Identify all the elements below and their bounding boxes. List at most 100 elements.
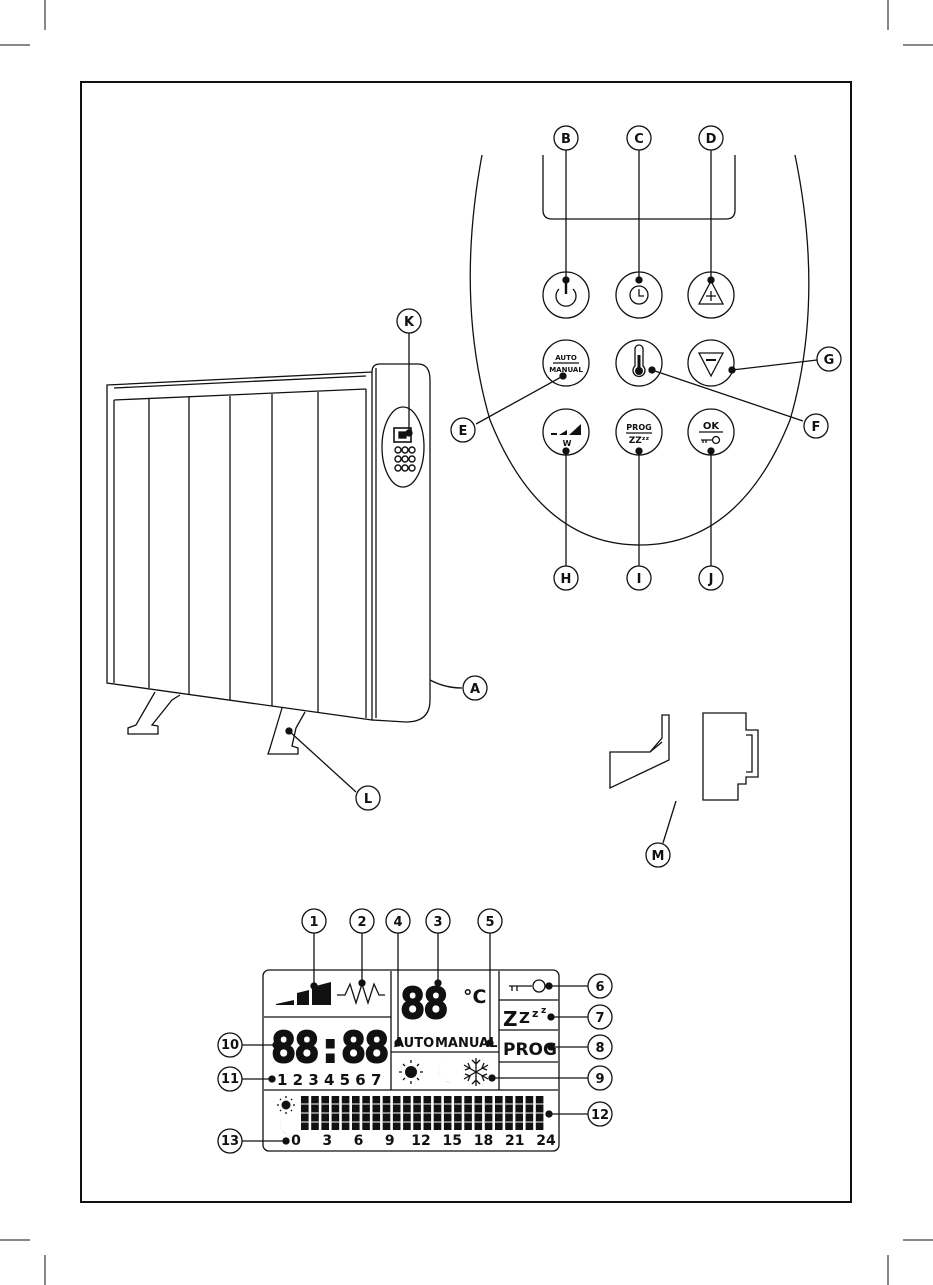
- callout-4: 4: [386, 909, 410, 933]
- svg-text:A: A: [470, 682, 480, 697]
- hour-label: 18: [474, 1133, 493, 1149]
- hour-label: 15: [443, 1133, 462, 1149]
- prog-label: PROG: [626, 423, 651, 432]
- svg-text:G: G: [824, 353, 835, 368]
- callout-G: G: [817, 347, 841, 371]
- svg-text:M: M: [652, 849, 665, 864]
- triangle-down-minus-icon: [699, 353, 723, 376]
- callout-D: D: [699, 126, 723, 150]
- svg-text:7: 7: [595, 1011, 604, 1026]
- hour-label: 21: [505, 1133, 524, 1149]
- svg-text:12: 12: [591, 1108, 609, 1123]
- timeline-sun-icon: [277, 1096, 295, 1114]
- hour-label: 6: [354, 1133, 364, 1149]
- svg-text:I: I: [637, 572, 642, 587]
- heating-element-icon: [337, 984, 385, 1003]
- callout-F: F: [804, 414, 828, 438]
- callout-C: C: [627, 126, 651, 150]
- callout-2: 2: [350, 909, 374, 933]
- wall-bracket-illustration: [610, 713, 758, 800]
- callout-E: E: [451, 418, 475, 442]
- callout-3: 3: [426, 909, 450, 933]
- svg-text:H: H: [561, 572, 572, 587]
- callout-B: B: [554, 126, 578, 150]
- svg-text:13: 13: [221, 1134, 239, 1149]
- sleep-indicator-3: z: [532, 1007, 538, 1020]
- svg-text:10: 10: [221, 1038, 239, 1053]
- hour-label: 24: [536, 1133, 556, 1149]
- power-bars-segment: [276, 982, 331, 1005]
- callout-8: 8: [588, 1035, 612, 1059]
- svg-text:3: 3: [433, 915, 442, 930]
- power-bars-icon: [551, 424, 581, 435]
- svg-text:8: 8: [595, 1041, 604, 1056]
- svg-text:C: C: [634, 132, 644, 147]
- key-lock-icon: [509, 980, 545, 992]
- svg-text:B: B: [561, 132, 571, 147]
- lcd-display: 88 °C Z Z z z PROG 88:88 AUTO MANUAL 1 2…: [263, 970, 559, 1151]
- timeline-moon-icon: [280, 1118, 293, 1134]
- sun-icon: [399, 1060, 423, 1084]
- auto-manual-button[interactable]: AUTO MANUAL: [543, 340, 589, 386]
- svg-text:L: L: [364, 792, 372, 807]
- callout-J: J: [699, 566, 723, 590]
- temperature-unit: °C: [463, 986, 486, 1008]
- hour-label: 9: [385, 1133, 395, 1149]
- svg-text:J: J: [708, 572, 714, 587]
- callout-10: 10: [218, 1033, 242, 1057]
- callout-A: A: [463, 676, 487, 700]
- auto-label: AUTO: [555, 354, 577, 362]
- hourly-program-bars: [301, 1096, 543, 1130]
- svg-text:9: 9: [595, 1072, 604, 1087]
- callout-11: 11: [218, 1067, 242, 1091]
- clock-digits: 88:88: [271, 1023, 387, 1072]
- svg-text:E: E: [459, 424, 468, 439]
- svg-text:11: 11: [221, 1072, 239, 1087]
- power-level-label: W: [563, 439, 572, 448]
- callout-9: 9: [588, 1066, 612, 1090]
- callout-L: L: [356, 786, 380, 810]
- sleep-label: ZZᶻᶻ: [629, 436, 650, 446]
- callout-12: 12: [588, 1102, 612, 1126]
- sleep-indicator-4: z: [541, 1006, 546, 1016]
- heater-keypad-dots: [395, 447, 415, 471]
- heater-illustration: [107, 364, 430, 754]
- sleep-indicator-2: Z: [519, 1009, 530, 1027]
- triangle-up-plus-icon: [699, 281, 723, 304]
- callout-13: 13: [218, 1129, 242, 1153]
- svg-text:6: 6: [595, 980, 604, 995]
- hour-label: 0: [291, 1133, 301, 1149]
- temperature-button[interactable]: [616, 340, 662, 386]
- key-icon: [701, 437, 720, 444]
- callout-7: 7: [588, 1005, 612, 1029]
- clock-icon: [630, 286, 648, 304]
- temperature-digits: 88: [400, 979, 447, 1028]
- decrease-button[interactable]: [688, 340, 734, 386]
- svg-text:4: 4: [393, 915, 402, 930]
- svg-text:2: 2: [357, 915, 366, 930]
- hour-label: 3: [322, 1133, 332, 1149]
- ok-label: OK: [703, 421, 721, 432]
- callout-5: 5: [478, 909, 502, 933]
- manual-label: MANUAL: [549, 366, 583, 374]
- callout-M: M: [646, 843, 670, 867]
- sleep-indicator: Z: [503, 1007, 518, 1031]
- callout-6: 6: [588, 974, 612, 998]
- snowflake-icon: [464, 1058, 488, 1086]
- weekday-indicators: 1 2 3 4 5 6 7: [277, 1071, 381, 1089]
- svg-text:1: 1: [309, 915, 318, 930]
- callout-H: H: [554, 566, 578, 590]
- moon-icon: [439, 1060, 456, 1082]
- svg-text:D: D: [706, 132, 717, 147]
- svg-text:K: K: [404, 315, 415, 330]
- callout-I: I: [627, 566, 651, 590]
- thermometer-icon: [633, 345, 645, 376]
- prog-indicator: PROG: [503, 1040, 557, 1060]
- callout-1: 1: [302, 909, 326, 933]
- svg-text:F: F: [812, 420, 821, 435]
- callout-K: K: [397, 309, 421, 333]
- power-icon: [556, 283, 576, 306]
- svg-text:5: 5: [485, 915, 494, 930]
